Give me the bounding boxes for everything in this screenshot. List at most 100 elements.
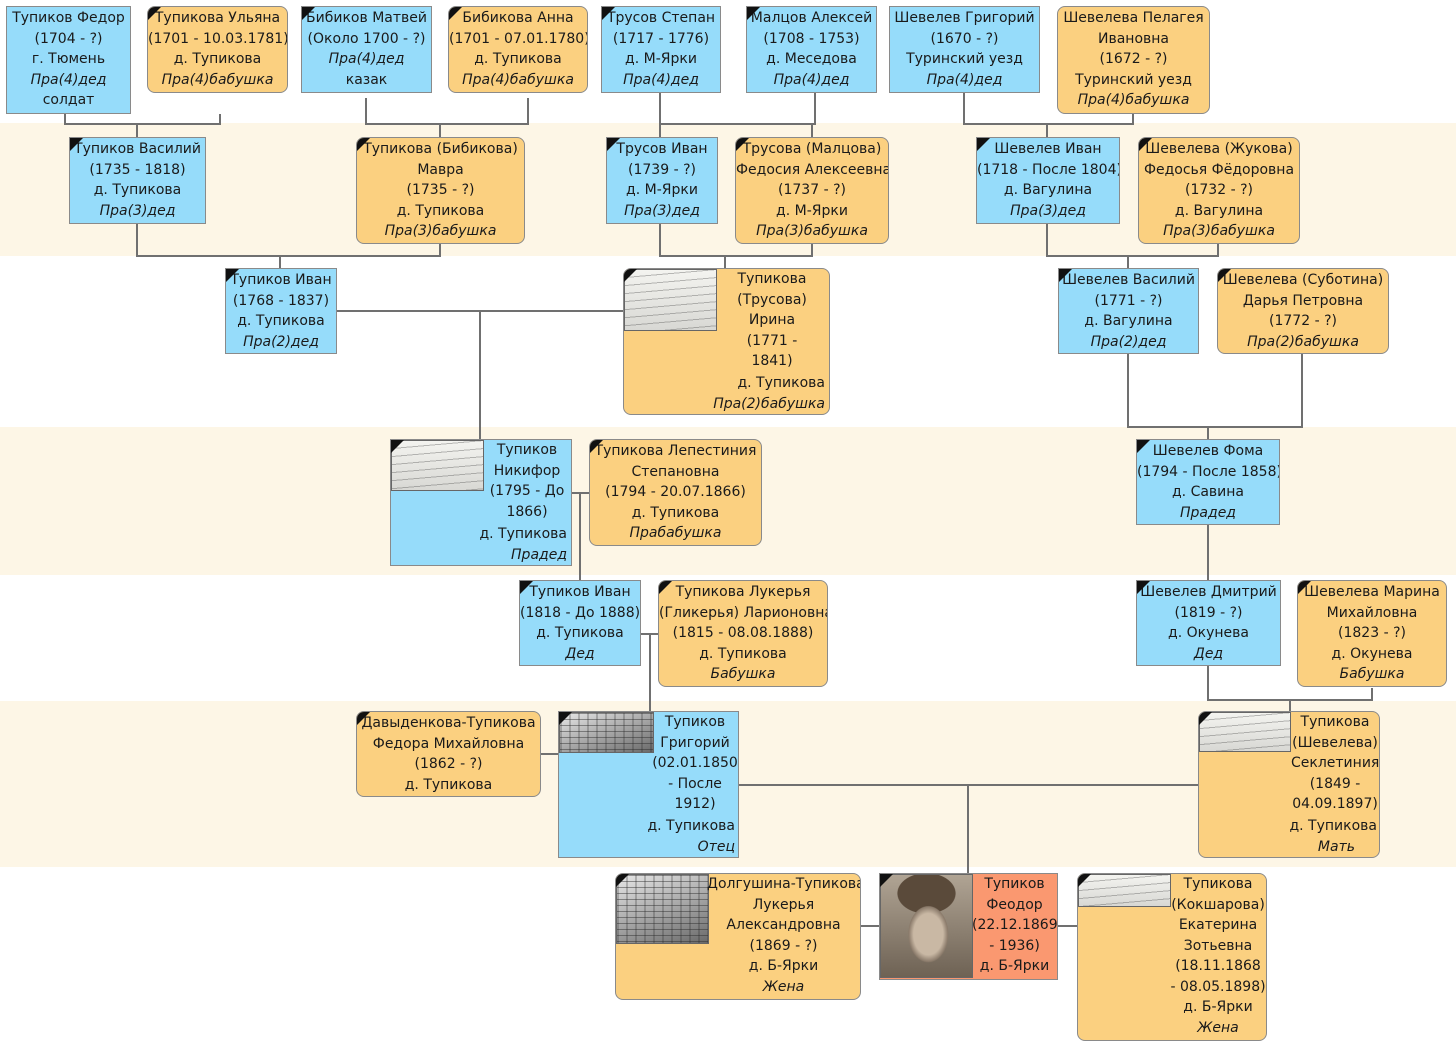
- person-given-name: Федосья Фёдоровна: [1143, 161, 1295, 178]
- person-given-name: Лукерья: [752, 896, 815, 913]
- person-dates: (1708 - 1753): [763, 30, 860, 47]
- person-card[interactable]: Трусов Иван (1739 - ?) д. М-Ярки Пра(3)д…: [606, 137, 718, 224]
- person-card[interactable]: Шевелева Марина Михайловна (1823 - ?) д.…: [1297, 580, 1447, 687]
- person-maiden-name: (Шевелева): [1292, 734, 1378, 751]
- deceased-marker-icon: [659, 581, 672, 594]
- person-place: д. М-Ярки: [776, 202, 848, 219]
- document-photo: [616, 874, 709, 944]
- person-card[interactable]: Шевелева (Жукова) Федосья Фёдоровна (173…: [1138, 137, 1300, 244]
- deceased-marker-icon: [357, 712, 370, 725]
- person-relation: Пра(2)бабушка: [1247, 333, 1359, 350]
- person-dates: (1768 - 1837): [232, 292, 330, 309]
- person-dates: 1841): [751, 353, 793, 369]
- deceased-marker-icon: [302, 7, 315, 20]
- deceased-marker-icon: [70, 138, 83, 151]
- person-card[interactable]: Шевелев Фома (1794 - После 1858) д. Сави…: [1136, 439, 1280, 525]
- person-card[interactable]: Малцов Алексей (1708 - 1753) д. Меседова…: [746, 6, 877, 93]
- person-card[interactable]: Тупиков Григорий (02.01.1850 - После 191…: [558, 711, 739, 858]
- deceased-marker-icon: [602, 7, 615, 20]
- person-dates: (1771 - ?): [1094, 292, 1163, 309]
- person-card[interactable]: Тупиков Федор (1704 - ?) г. Тюмень Пра(4…: [6, 6, 131, 114]
- person-card[interactable]: Трусов Степан (1717 - 1776) д. М-Ярки Пр…: [601, 6, 721, 93]
- person-name: Шевелева (Жукова): [1145, 141, 1293, 157]
- person-name: Бибиков Матвей: [306, 10, 427, 26]
- person-relation: Пра(3)бабушка: [1163, 223, 1275, 239]
- person-relation: Жена: [1197, 1019, 1239, 1036]
- person-card[interactable]: Тупикова (Бибикова) Мавра (1735 - ?) д. …: [356, 137, 525, 244]
- deceased-marker-icon: [616, 874, 629, 887]
- person-card[interactable]: Шевелева (Суботина) Дарья Петровна (1772…: [1217, 268, 1389, 354]
- person-place: д. М-Ярки: [625, 51, 697, 67]
- person-name: Тупиков Иван: [529, 584, 631, 600]
- person-card[interactable]: Шевелев Дмитрий (1819 - ?) д. Окунева Де…: [1136, 580, 1281, 666]
- person-place: д. Тупикова: [237, 313, 325, 329]
- person-place: д. Савина: [1171, 484, 1245, 500]
- person-card[interactable]: Тупикова (Трусова) Ирина (1771 - 1841) д…: [623, 268, 830, 415]
- person-dates: (1818 - До 1888): [520, 604, 641, 621]
- person-card[interactable]: Тупиков Василий (1735 - 1818) д. Тупиков…: [69, 137, 206, 224]
- deceased-marker-icon: [1218, 269, 1231, 282]
- person-card[interactable]: Тупиков Никифор (1795 - До 1866) д. Тупи…: [390, 439, 572, 566]
- person-card[interactable]: Тупиков Иван (1818 - До 1888) д. Тупиков…: [519, 580, 641, 666]
- person-given-name: (Гликерья) Ларионовна: [659, 604, 828, 621]
- person-card[interactable]: Тупикова (Шевелева) Секлетиния (1849 - 0…: [1198, 711, 1380, 858]
- document-photo: [1199, 712, 1291, 752]
- document-photo: [624, 269, 717, 331]
- person-relation: Пра(4)бабушка: [1077, 92, 1190, 108]
- person-relation: Пра(3)бабушка: [756, 223, 868, 239]
- person-place: д. Окунева: [1168, 625, 1249, 641]
- person-card[interactable]: Тупикова Лукерья (Гликерья) Ларионовна (…: [658, 580, 828, 687]
- person-given-name: Никифор: [493, 462, 561, 479]
- person-place: д. Тупикова: [404, 776, 493, 793]
- person-relation: Пра(3)дед: [624, 202, 700, 219]
- person-dates: (1771 -: [746, 332, 798, 349]
- person-given-name: Федора Михайловна: [372, 735, 525, 752]
- person-card[interactable]: Тупикова Лепестиния Степановна (1794 - 2…: [589, 439, 762, 546]
- person-place: д. М-Ярки: [626, 182, 698, 198]
- person-given-name: Ирина: [748, 312, 796, 328]
- person-card[interactable]: Долгушина-Тупикова Лукерья Александровна…: [615, 873, 861, 1000]
- person-card[interactable]: Шевелев Григорий (1670 - ?) Туринский уе…: [889, 6, 1040, 93]
- person-dates: (Около 1700 - ?): [307, 30, 426, 47]
- deceased-marker-icon: [736, 138, 749, 151]
- person-name: Шевелева (Суботина): [1222, 272, 1384, 288]
- person-place: д. Б-Ярки: [979, 958, 1050, 974]
- deceased-marker-icon: [880, 874, 893, 887]
- deceased-marker-icon: [1059, 269, 1072, 282]
- person-card[interactable]: Бибикова Анна (1701 - 07.01.1780) д. Туп…: [448, 6, 588, 93]
- person-place: г. Тюмень: [31, 51, 106, 67]
- person-relation: Мать: [1317, 838, 1355, 855]
- person-name: Трусов Иван: [616, 141, 708, 157]
- deceased-marker-icon: [1139, 138, 1152, 151]
- deceased-marker-icon: [607, 138, 620, 151]
- person-card[interactable]: Тупикова Ульяна (1701 - 10.03.1781) д. Т…: [147, 6, 288, 93]
- person-dates: (1819 - ?): [1174, 604, 1243, 621]
- person-dates: (1794 - После 1858): [1137, 463, 1280, 480]
- person-card[interactable]: Тупикова (Кокшарова) Екатерина Зотьевна …: [1077, 873, 1267, 1041]
- deceased-marker-icon: [449, 7, 462, 20]
- person-relation: Пра(4)бабушка: [462, 71, 574, 88]
- person-card[interactable]: Трусова (Малцова) Федосия Алексеевна (17…: [735, 137, 889, 244]
- person-dates: (1795 - До: [489, 483, 565, 499]
- person-place: Туринский уезд: [906, 51, 1023, 67]
- person-relation: Пра(2)бабушка: [713, 395, 825, 412]
- person-name: Трусова (Малцова): [742, 141, 882, 157]
- person-card-root[interactable]: Тупиков Феодор (22.12.1869 - 1936) д. Б-…: [879, 873, 1058, 980]
- person-dates: (1737 - ?): [778, 182, 846, 198]
- person-given-name: Мавра: [417, 161, 464, 178]
- person-place: д. Тупикова: [173, 51, 262, 67]
- person-relation: Дед: [1193, 645, 1224, 662]
- document-photo: [391, 440, 484, 491]
- person-relation: Пра(4)дед: [623, 71, 699, 88]
- person-card[interactable]: Шевелев Иван (1718 - После 1804) д. Вагу…: [976, 137, 1120, 224]
- deceased-marker-icon: [559, 712, 572, 725]
- person-card[interactable]: Тупиков Иван (1768 - 1837) д. Тупикова П…: [225, 268, 337, 354]
- deceased-marker-icon: [520, 581, 533, 594]
- person-card[interactable]: Давыденкова-Тупикова Федора Михайловна (…: [356, 711, 541, 797]
- person-card[interactable]: Шевелева Пелагея Ивановна (1672 - ?) Тур…: [1057, 6, 1210, 114]
- person-card[interactable]: Шевелев Василий (1771 - ?) д. Вагулина П…: [1058, 268, 1199, 354]
- person-card[interactable]: Бибиков Матвей (Около 1700 - ?) Пра(4)де…: [301, 6, 432, 93]
- person-dates: (1701 - 10.03.1781): [148, 30, 288, 47]
- person-dates: (1735 - ?): [406, 182, 475, 198]
- person-dates: 1866): [506, 503, 548, 520]
